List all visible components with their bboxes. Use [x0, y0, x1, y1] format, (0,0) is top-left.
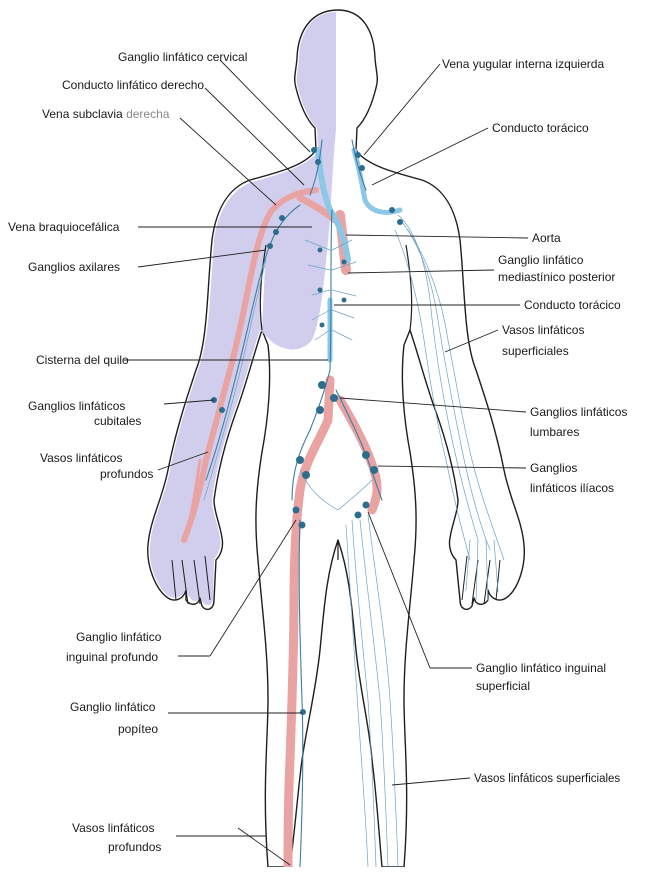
- label-ganglio-cervical: Ganglio linfático cervical: [118, 50, 247, 64]
- label-aorta: Aorta: [532, 231, 561, 245]
- label-inguinal-superficial-1: Ganglio linfático inguinal: [476, 661, 606, 675]
- label-vasos-superficiales-brazo-2: superficiales: [502, 344, 569, 358]
- label-conducto-derecho: Conducto linfático derecho: [62, 78, 204, 92]
- label-vasos-profundos-brazo-1: Vasos linfáticos: [40, 451, 122, 465]
- node-iliac-2: [302, 471, 310, 479]
- node-mediastinal-1: [318, 248, 323, 253]
- label-vasos-superficiales-brazo-1: Vasos linfáticos: [502, 323, 584, 337]
- node-mediastinal-3: [318, 288, 323, 293]
- label-vasos-profundos-pierna-2: profundos: [108, 840, 161, 854]
- node-inguinal-3: [355, 512, 362, 519]
- label-mediastinico-1: Ganglio linfático: [498, 253, 584, 267]
- label-cubitales-1: Ganglios linfáticos: [28, 399, 125, 413]
- node-inguinal-1: [293, 507, 300, 514]
- label-cisterna: Cisterna del quilo: [36, 353, 129, 367]
- node-cervical-4: [359, 165, 365, 171]
- label-vena-subclavia: Vena subclavia derecha: [42, 107, 170, 121]
- label-ganglios-axilares: Ganglios axilares: [28, 260, 120, 274]
- label-vasos-profundos-pierna-1: Vasos linfáticos: [72, 821, 154, 835]
- label-conducto-toracico-2: Conducto torácico: [524, 298, 621, 312]
- label-vena-braquiocefalica: Vena braquiocefálica: [8, 220, 120, 234]
- node-iliac-4: [370, 466, 378, 474]
- label-mediastinico-2: mediastínico posterior: [498, 270, 615, 284]
- node-cervical-3: [355, 152, 361, 158]
- body-figure: [148, 10, 525, 867]
- label-lumbares-2: lumbares: [530, 425, 579, 439]
- node-cervical-2: [315, 159, 321, 165]
- node-lumbar-1: [318, 381, 326, 389]
- label-vasos-superficiales-pierna: Vasos linfáticos superficiales: [474, 773, 620, 785]
- node-popliteal: [300, 709, 306, 715]
- node-iliac-1: [296, 456, 304, 464]
- label-vasos-profundos-brazo-2: profundos: [100, 467, 153, 481]
- label-vena-subclavia-suffix: derecha: [126, 107, 170, 121]
- label-popliteo-2: popíteo: [118, 722, 158, 736]
- label-lumbares-1: Ganglios linfáticos: [530, 405, 627, 419]
- leader-conducto-derecho: [205, 88, 304, 185]
- node-lumbar-3: [316, 406, 324, 414]
- label-iliacos-2: linfáticos ilíacos: [530, 481, 614, 495]
- node-axillary-1: [279, 215, 285, 221]
- node-cervical-1: [311, 147, 317, 153]
- node-axillary-left-2: [397, 219, 403, 225]
- node-axillary-3: [267, 243, 273, 249]
- node-axillary-left-1: [389, 207, 395, 213]
- label-iliacos-1: Ganglios: [530, 461, 577, 475]
- leader-vena-subclavia: [180, 118, 276, 205]
- node-mediastinal-2: [342, 260, 347, 265]
- label-inguinal-profundo-1: Ganglio linfático: [76, 630, 162, 644]
- label-vena-yugular: Vena yugular interna izquierda: [442, 57, 604, 71]
- node-inguinal-2: [299, 522, 306, 529]
- label-inguinal-profundo-2: inguinal profundo: [66, 650, 158, 664]
- node-lumbar-2: [330, 394, 338, 402]
- node-cubital-2: [219, 407, 225, 413]
- label-popliteo-1: Ganglio linfático: [70, 700, 156, 714]
- leader-conducto-toracico-1: [372, 128, 488, 185]
- node-mediastinal-4: [342, 298, 347, 303]
- label-vena-subclavia-main: Vena subclavia: [42, 107, 123, 121]
- label-cubitales-2: cubitales: [94, 414, 141, 428]
- node-inguinal-4: [363, 502, 370, 509]
- label-inguinal-superficial-2: superficial: [476, 679, 530, 693]
- node-axillary-2: [273, 229, 279, 235]
- node-mediastinal-5: [320, 323, 325, 328]
- label-conducto-toracico-1: Conducto torácico: [492, 121, 589, 135]
- node-iliac-3: [362, 451, 370, 459]
